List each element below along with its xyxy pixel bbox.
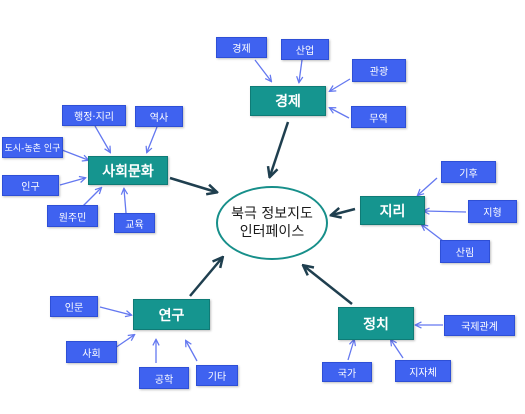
arrow-geography-2 bbox=[424, 211, 467, 212]
category-politics[interactable]: 정치 bbox=[338, 307, 414, 340]
economy-item-industry[interactable]: 산업 bbox=[281, 39, 329, 60]
politics-item-local-gov[interactable]: 지자체 bbox=[395, 360, 451, 382]
economy-item-tourism[interactable]: 관광 bbox=[352, 59, 406, 82]
arrow-society-to-center bbox=[169, 176, 216, 192]
arrow-economy-1 bbox=[254, 59, 271, 81]
geography-item-climate[interactable]: 기후 bbox=[441, 161, 496, 183]
arrow-society-4 bbox=[59, 178, 85, 186]
arrow-economy-to-center bbox=[270, 121, 290, 176]
category-research[interactable]: 연구 bbox=[133, 299, 210, 330]
arrow-economy-4 bbox=[330, 108, 350, 119]
category-economy[interactable]: 경제 bbox=[250, 86, 326, 116]
arrow-research-2 bbox=[114, 335, 134, 349]
politics-item-international[interactable]: 국제관계 bbox=[444, 315, 515, 336]
arrow-politics-3 bbox=[391, 340, 404, 359]
arrow-research-4 bbox=[186, 341, 198, 362]
society-item-admin-geo[interactable]: 행정·지리 bbox=[62, 105, 126, 126]
arrow-geography-1 bbox=[418, 177, 438, 195]
research-item-other[interactable]: 기타 bbox=[196, 365, 238, 386]
society-item-population[interactable]: 인구 bbox=[2, 175, 59, 196]
geography-item-forest[interactable]: 산림 bbox=[440, 240, 490, 263]
center-topic: 북극 정보지도 인터페이스 bbox=[216, 186, 328, 260]
arrow-society-1 bbox=[94, 125, 110, 152]
economy-item-economy[interactable]: 경제 bbox=[216, 37, 267, 58]
arrow-society-6 bbox=[124, 189, 126, 214]
geography-item-terrain[interactable]: 지형 bbox=[468, 200, 517, 223]
society-item-education[interactable]: 교육 bbox=[114, 213, 155, 233]
society-item-urban-rural[interactable]: 도시-농촌 인구 bbox=[2, 137, 63, 158]
center-topic-line2: 인터페이스 bbox=[239, 224, 305, 240]
arrow-society-2 bbox=[147, 126, 158, 152]
arrow-economy-3 bbox=[330, 78, 351, 91]
category-geography[interactable]: 지리 bbox=[360, 196, 425, 225]
economy-item-trade[interactable]: 무역 bbox=[351, 106, 406, 128]
arrow-geography-3 bbox=[422, 225, 444, 242]
arrow-economy-2 bbox=[299, 59, 302, 82]
category-society[interactable]: 사회문화 bbox=[88, 156, 168, 185]
arrow-geography-to-center bbox=[332, 209, 356, 215]
arrow-society-5 bbox=[81, 188, 101, 208]
arrow-society-3 bbox=[61, 149, 88, 160]
center-topic-line1: 북극 정보지도 bbox=[231, 206, 313, 222]
arrow-research-to-center bbox=[189, 258, 222, 297]
research-item-humanities[interactable]: 인문 bbox=[50, 296, 98, 317]
arrow-politics-to-center bbox=[304, 266, 353, 305]
society-item-indigenous[interactable]: 원주민 bbox=[47, 205, 98, 227]
arrow-research-1 bbox=[99, 306, 131, 315]
politics-item-nation[interactable]: 국가 bbox=[322, 362, 372, 382]
research-item-engineering[interactable]: 공학 bbox=[139, 367, 189, 389]
research-item-social[interactable]: 사회 bbox=[66, 341, 117, 363]
society-item-history[interactable]: 역사 bbox=[135, 106, 183, 127]
arrow-politics-2 bbox=[347, 340, 354, 361]
